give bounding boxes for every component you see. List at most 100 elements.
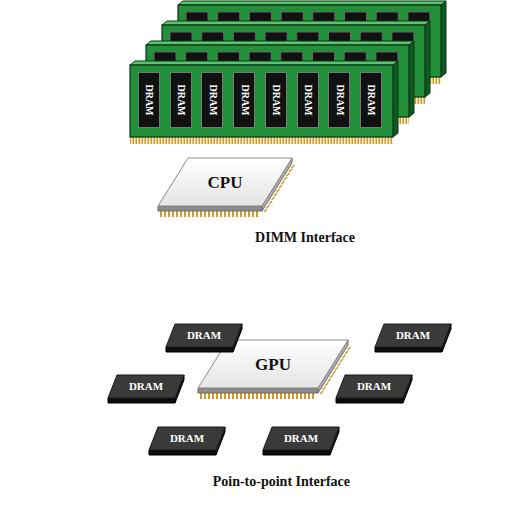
pin — [244, 393, 246, 399]
pin — [288, 393, 290, 399]
chip-face — [336, 375, 412, 398]
chip-face — [263, 427, 339, 450]
chip-body — [265, 73, 286, 128]
pin — [208, 211, 210, 217]
chip-side — [198, 388, 318, 393]
interface-label: Poin-to-point Interface — [213, 475, 350, 489]
pin — [277, 189, 280, 192]
pin — [216, 211, 218, 217]
dram-chip: DRAM — [170, 72, 192, 128]
pin — [236, 393, 238, 399]
cpu-chip: CPU — [158, 158, 298, 220]
chip-side — [166, 347, 233, 352]
pin — [204, 211, 206, 217]
board: DIMM Interface DRAM DRAM DRAM DRAM DRAM DRAM DR… — [5, 45, 517, 265]
board-edge — [5, 490, 368, 502]
chip-side — [108, 398, 175, 403]
pin — [343, 355, 346, 358]
chip-face — [108, 375, 184, 398]
board: Poin-to-point InterfaceGPUDRAMDRAMDRAMDR… — [5, 287, 513, 502]
pin — [296, 393, 298, 399]
pin — [232, 393, 234, 399]
pin — [289, 169, 292, 172]
chip-label: DRAM — [284, 433, 318, 444]
pin — [232, 211, 234, 217]
chip-body — [170, 73, 191, 128]
chip-label: DRAM — [207, 84, 217, 115]
dram-chip: DRAM — [360, 72, 382, 128]
module-edge — [409, 41, 414, 117]
dram-chip: DRAM — [336, 375, 412, 403]
pin — [212, 393, 214, 399]
pin — [188, 211, 190, 217]
chip-label: DRAM — [129, 381, 163, 392]
pin — [220, 211, 222, 217]
chip-body — [139, 73, 160, 128]
dimm-module — [130, 65, 393, 137]
chip-body — [329, 73, 350, 128]
pin — [248, 211, 250, 217]
chip-label: DRAM — [303, 84, 313, 115]
chip-body — [234, 73, 255, 128]
dram-chip: DRAM — [233, 72, 255, 128]
chip-label: DRAM — [144, 84, 154, 115]
pin — [333, 371, 336, 374]
pin — [228, 211, 230, 217]
dram-chip: DRAM — [138, 72, 160, 128]
chip-label: DRAM — [239, 84, 249, 115]
pin — [268, 393, 270, 399]
chip-body — [202, 73, 223, 128]
pin — [240, 393, 242, 399]
chip-label: DRAM — [170, 433, 204, 444]
pin — [280, 393, 282, 399]
board-outline — [5, 287, 513, 502]
pin — [335, 367, 338, 370]
chip-label: DRAM — [334, 84, 344, 115]
gold-pins — [130, 137, 393, 144]
pin — [284, 393, 286, 399]
pin — [164, 211, 166, 217]
module-edge — [425, 21, 430, 97]
pin — [276, 393, 278, 399]
pin — [252, 211, 254, 217]
chip-label: DRAM — [396, 330, 430, 341]
pin — [320, 391, 323, 394]
pin — [200, 393, 202, 399]
pin — [279, 185, 282, 188]
chip-side — [149, 450, 216, 455]
pin — [274, 193, 277, 196]
chip-label: DRAM — [187, 330, 221, 341]
pin — [269, 201, 272, 204]
chip-face — [158, 158, 292, 206]
pin — [267, 205, 270, 208]
pin — [240, 211, 242, 217]
chip-face — [375, 324, 451, 347]
pin — [272, 197, 275, 200]
chip-side — [158, 206, 262, 211]
pin — [216, 393, 218, 399]
pin — [228, 393, 230, 399]
chip-body — [297, 73, 318, 128]
pin — [180, 211, 182, 217]
pin — [248, 393, 250, 399]
pin — [220, 393, 222, 399]
chip-face — [149, 427, 225, 450]
pin — [264, 209, 267, 212]
interface-label: DIMM Interface — [255, 231, 355, 245]
pin — [345, 351, 348, 354]
pin — [338, 363, 341, 366]
pin — [224, 211, 226, 217]
pin — [300, 393, 302, 399]
chip-label: DRAM — [357, 381, 391, 392]
pin — [224, 393, 226, 399]
pin — [308, 393, 310, 399]
dram-chip: DRAM — [328, 72, 350, 128]
dram-chip: DRAM — [149, 427, 225, 455]
pin — [292, 393, 294, 399]
dram-chip: DRAM — [263, 427, 339, 455]
pin — [325, 383, 328, 386]
pin — [160, 211, 162, 217]
pin — [323, 387, 326, 390]
board-edge — [5, 253, 357, 265]
